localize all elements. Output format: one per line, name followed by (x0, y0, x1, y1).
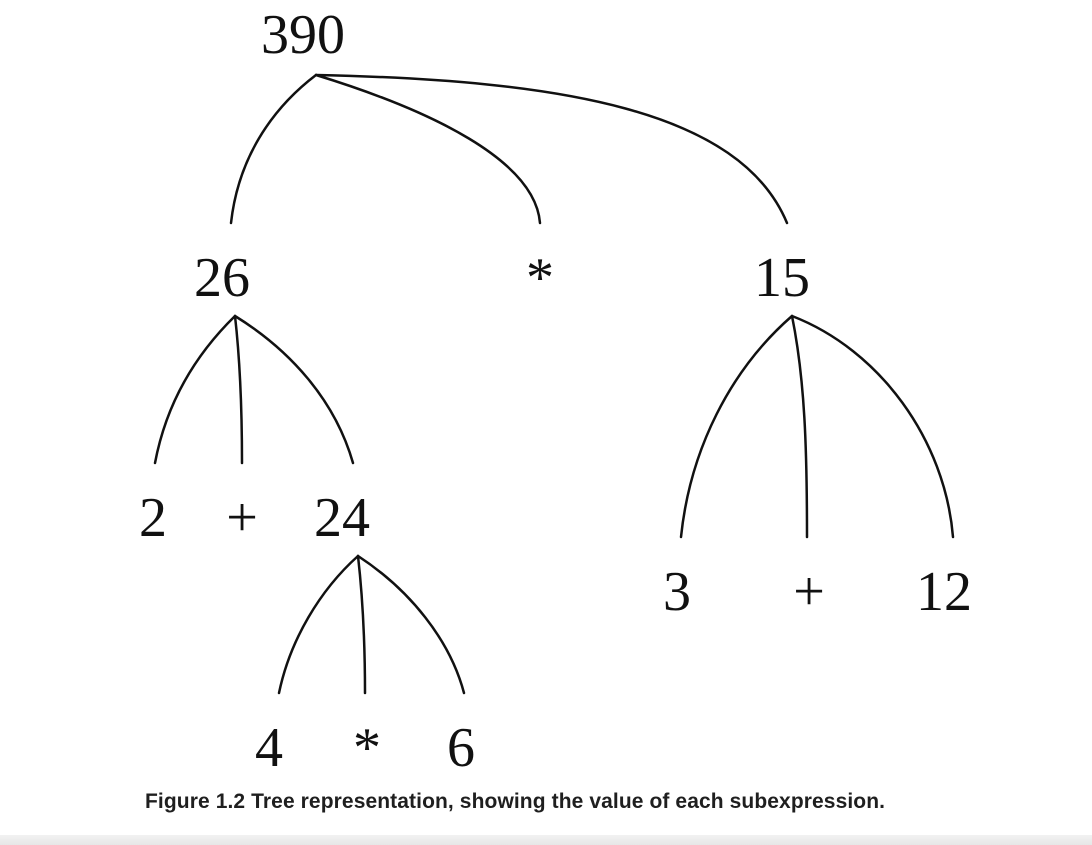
tree-edges (153, 73, 955, 695)
edge-24-to-star (356, 554, 367, 695)
edge-24-to-6 (356, 554, 466, 695)
node-12: 12 (916, 561, 972, 623)
edge-15-to-3 (679, 314, 794, 539)
edge-root-to-26 (229, 73, 318, 225)
edge-root-to-15 (314, 73, 789, 225)
edge-15-to-12 (790, 314, 955, 539)
edge-15-to-plus (790, 314, 809, 539)
node-star-operator-inner: * (353, 717, 381, 779)
page-bottom-edge (0, 835, 1092, 845)
node-plus-operator-left: + (226, 487, 258, 549)
node-plus-operator-right: + (793, 561, 825, 623)
node-24: 24 (314, 487, 370, 549)
edge-26-to-2 (153, 314, 237, 465)
node-2: 2 (139, 487, 167, 549)
node-6: 6 (447, 717, 475, 779)
edge-root-to-star (314, 73, 542, 225)
node-390: 390 (261, 4, 345, 66)
node-4: 4 (255, 717, 283, 779)
figure-caption: Figure 1.2 Tree representation, showing … (145, 790, 886, 813)
node-3: 3 (663, 561, 691, 623)
edge-24-to-4 (277, 554, 360, 695)
node-26: 26 (194, 247, 250, 309)
edge-26-to-24 (233, 314, 355, 465)
edge-26-to-plus (233, 314, 244, 465)
node-15: 15 (754, 247, 810, 309)
node-star-operator: * (526, 247, 554, 309)
tree-nodes: 390 26 * 15 2 + 24 3 + 12 4 * 6 (139, 4, 972, 779)
